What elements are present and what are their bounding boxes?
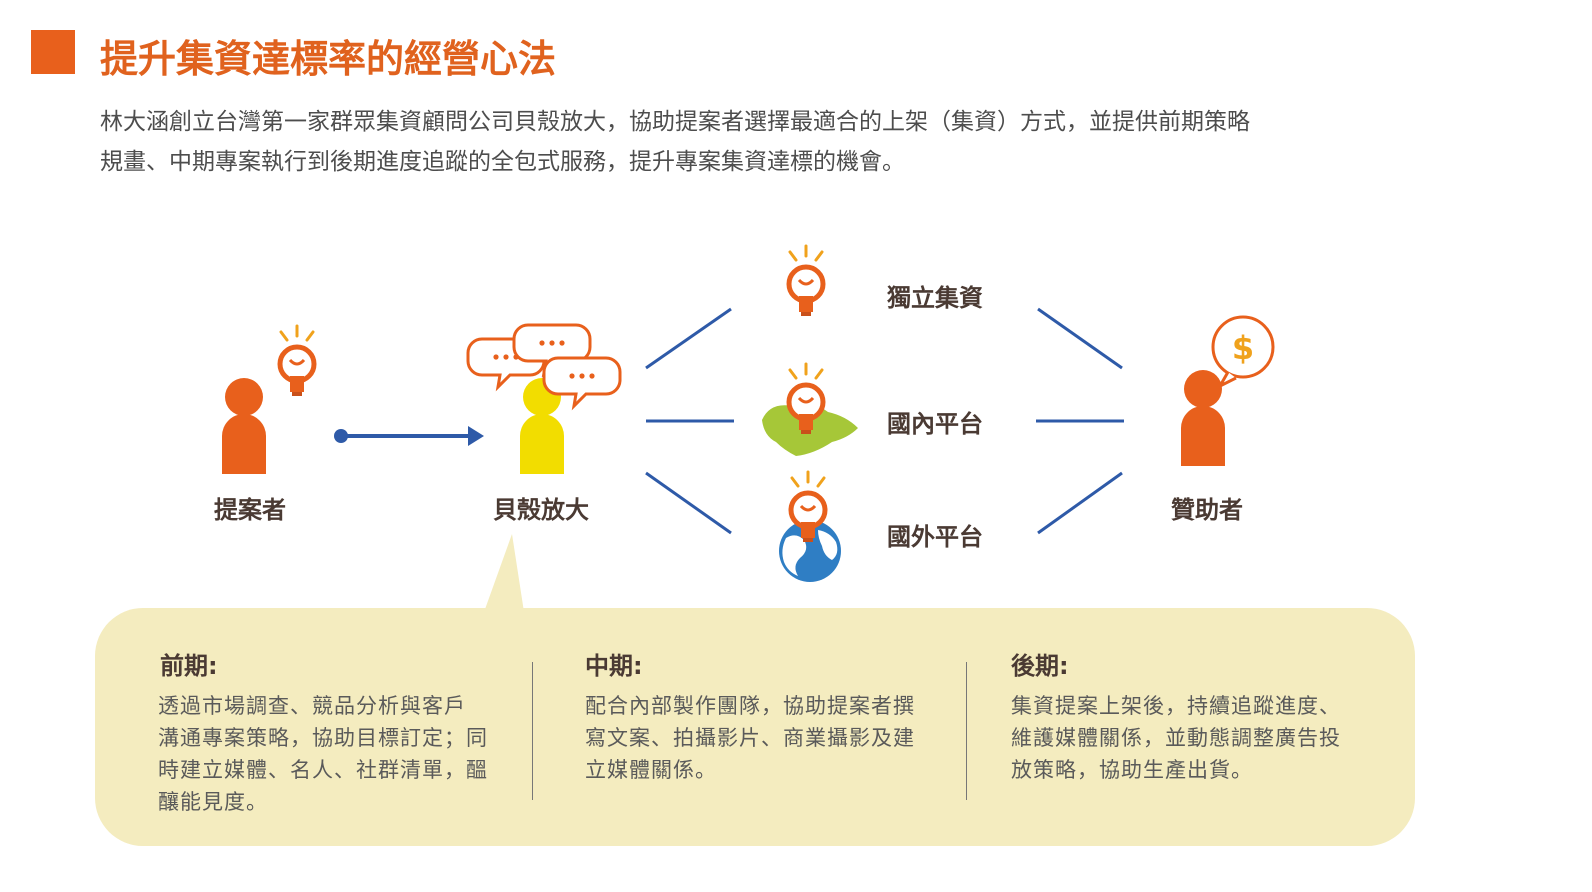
phase-line: 集資提案上架後，持續追蹤進度、	[1011, 694, 1341, 718]
phase-line: 寫文案、拍攝影片、商業攝影及建	[585, 726, 915, 750]
phase-line: 配合內部製作團隊，協助提案者撰	[585, 694, 915, 718]
column-divider	[532, 662, 533, 800]
connector-line	[645, 471, 732, 535]
platform-overseas-label: 國外平台	[887, 523, 983, 551]
phase-line: 溝通專案策略，協助目標訂定；同	[158, 726, 488, 750]
phases-panel: 前期: 透過市場調查、競品分析與客戶 溝通專案策略，協助目標訂定；同 時建立媒體…	[95, 608, 1415, 846]
platform-independent-label: 獨立集資	[887, 284, 983, 312]
phase-line: 釀能見度。	[158, 790, 268, 814]
phase-line: 透過市場調查、競品分析與客戶	[158, 694, 466, 718]
phase-line: 放策略，協助生產出貨。	[1011, 758, 1253, 782]
proposer-label: 提案者	[214, 496, 286, 524]
arrow-proposer-to-agency	[334, 426, 484, 446]
intro-paragraph: 林大涵創立台灣第一家群眾集資顧問公司貝殼放大，協助提案者選擇最適合的上架（集資）…	[100, 102, 1430, 182]
phase-line: 維護媒體關係，並動態調整廣告投	[1011, 726, 1341, 750]
callout-pointer	[484, 534, 524, 612]
connector-line	[1037, 307, 1123, 370]
column-divider	[966, 662, 967, 800]
intro-line: 規畫、中期專案執行到後期進度追蹤的全包式服務，提升專案集資達標的機會。	[100, 149, 905, 175]
dollar-sign: $	[1232, 329, 1254, 367]
sponsor-label: 贊助者	[1171, 496, 1243, 524]
platform-domestic-label: 國內平台	[887, 410, 983, 438]
phase-description: 集資提案上架後，持續追蹤進度、 維護媒體關係，並動態調整廣告投 放策略，協助生產…	[1011, 690, 1341, 786]
sponsor-person-icon	[1181, 370, 1225, 466]
dollar-bubble-icon: $	[1211, 315, 1275, 388]
phase-line: 時建立媒體、名人、社群清單，醞	[158, 758, 488, 782]
proposer-person-icon	[222, 378, 266, 474]
phase-title: 前期:	[160, 652, 218, 680]
phase-description: 透過市場調查、競品分析與客戶 溝通專案策略，協助目標訂定；同 時建立媒體、名人、…	[158, 690, 488, 818]
title-marker	[31, 30, 75, 74]
connector-line	[1037, 471, 1123, 535]
globe-icon	[779, 520, 841, 582]
agency-label: 貝殼放大	[493, 496, 589, 524]
phase-title: 後期:	[1011, 652, 1069, 680]
phase-title: 中期:	[585, 652, 643, 680]
page-title: 提升集資達標率的經營心法	[100, 36, 557, 81]
independent-bulb-icon	[789, 246, 823, 316]
phase-description: 配合內部製作團隊，協助提案者撰 寫文案、拍攝影片、商業攝影及建 立媒體關係。	[585, 690, 915, 786]
intro-line: 林大涵創立台灣第一家群眾集資顧問公司貝殼放大，協助提案者選擇最適合的上架（集資）…	[100, 109, 1250, 135]
proposer-idea-bulb-icon	[280, 326, 314, 396]
connector-line	[645, 307, 732, 370]
phase-line: 立媒體關係。	[585, 758, 717, 782]
